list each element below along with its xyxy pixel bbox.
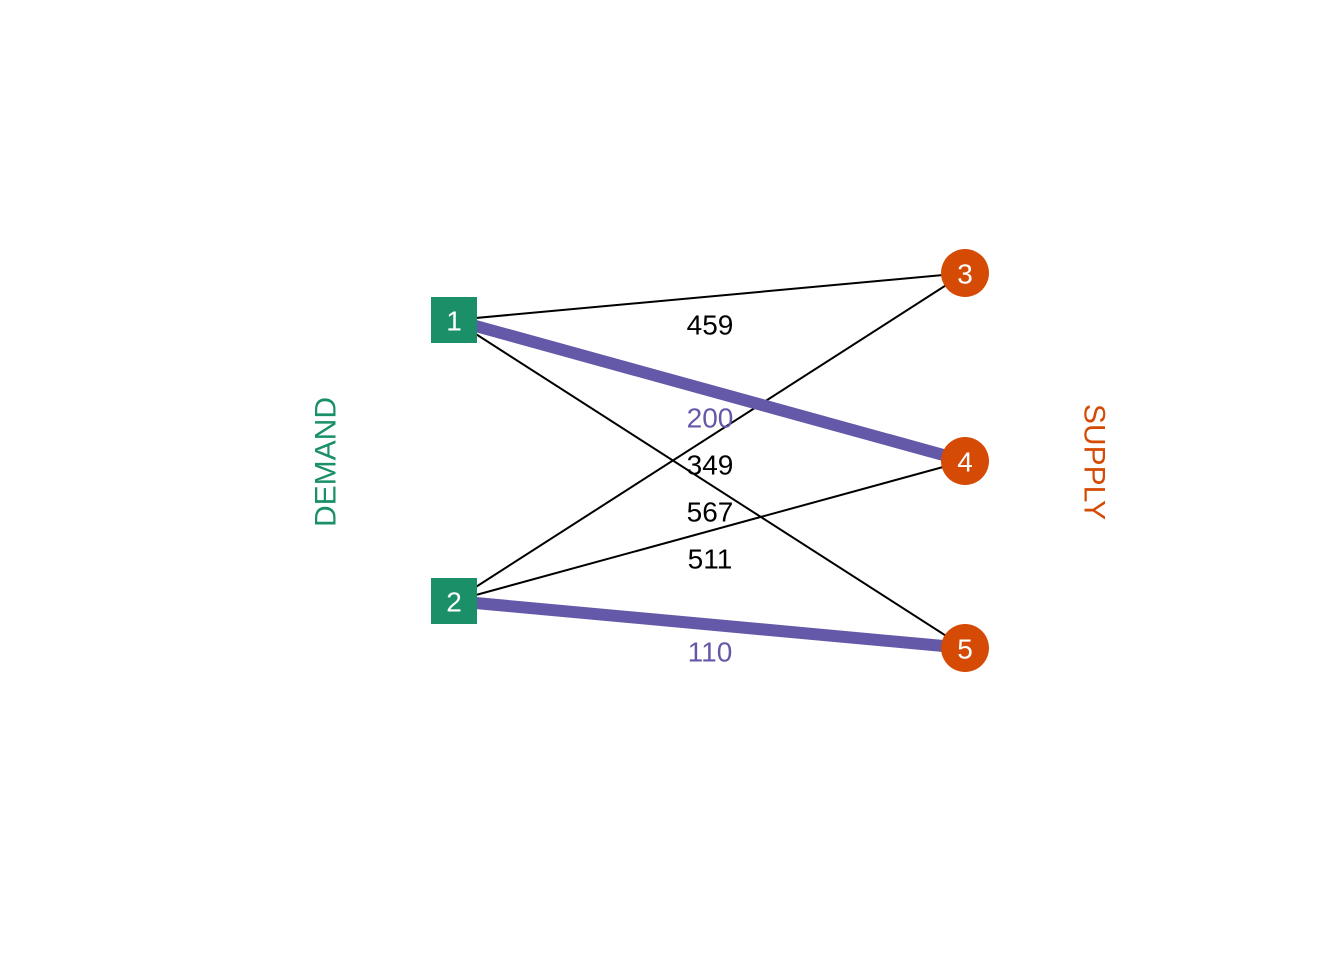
- edge-1-3: [453, 272, 966, 321]
- supply-label: SUPPLY: [1078, 404, 1111, 520]
- node-1: 1: [431, 297, 477, 343]
- edge-label-1-3: 459: [687, 310, 734, 341]
- edge-label-1-5: 349: [687, 450, 734, 481]
- node-label-1: 1: [446, 306, 462, 337]
- node-label-2: 2: [446, 587, 462, 618]
- demand-node-shape-2: [431, 578, 477, 624]
- edge-1-4: [452, 314, 967, 467]
- demand-label: DEMAND: [310, 397, 343, 527]
- node-3: 3: [941, 249, 989, 297]
- supply-node-shape-4: [941, 437, 989, 485]
- supply-node-shape-5: [941, 624, 989, 672]
- node-label-5: 5: [957, 634, 973, 665]
- edge-labels-layer: 459 349 567 511 200 110: [687, 310, 734, 668]
- edge-label-2-5: 110: [688, 637, 733, 668]
- node-5: 5: [941, 624, 989, 672]
- edge-label-1-4: 200: [687, 403, 734, 434]
- edge-2-3: [453, 272, 966, 602]
- node-label-3: 3: [957, 259, 973, 290]
- edges-layer: [452, 272, 967, 654]
- edge-label-2-3: 567: [687, 497, 734, 528]
- supply-node-shape-3: [941, 249, 989, 297]
- node-label-4: 4: [957, 447, 973, 478]
- node-4: 4: [941, 437, 989, 485]
- edge-label-2-4: 511: [688, 544, 733, 575]
- edge-2-4: [453, 460, 966, 602]
- edge-2-5: [453, 595, 966, 654]
- node-2: 2: [431, 578, 477, 624]
- demand-node-shape-1: [431, 297, 477, 343]
- edge-1-5: [453, 319, 966, 649]
- nodes-layer: 1 2 3 4 5: [431, 249, 989, 672]
